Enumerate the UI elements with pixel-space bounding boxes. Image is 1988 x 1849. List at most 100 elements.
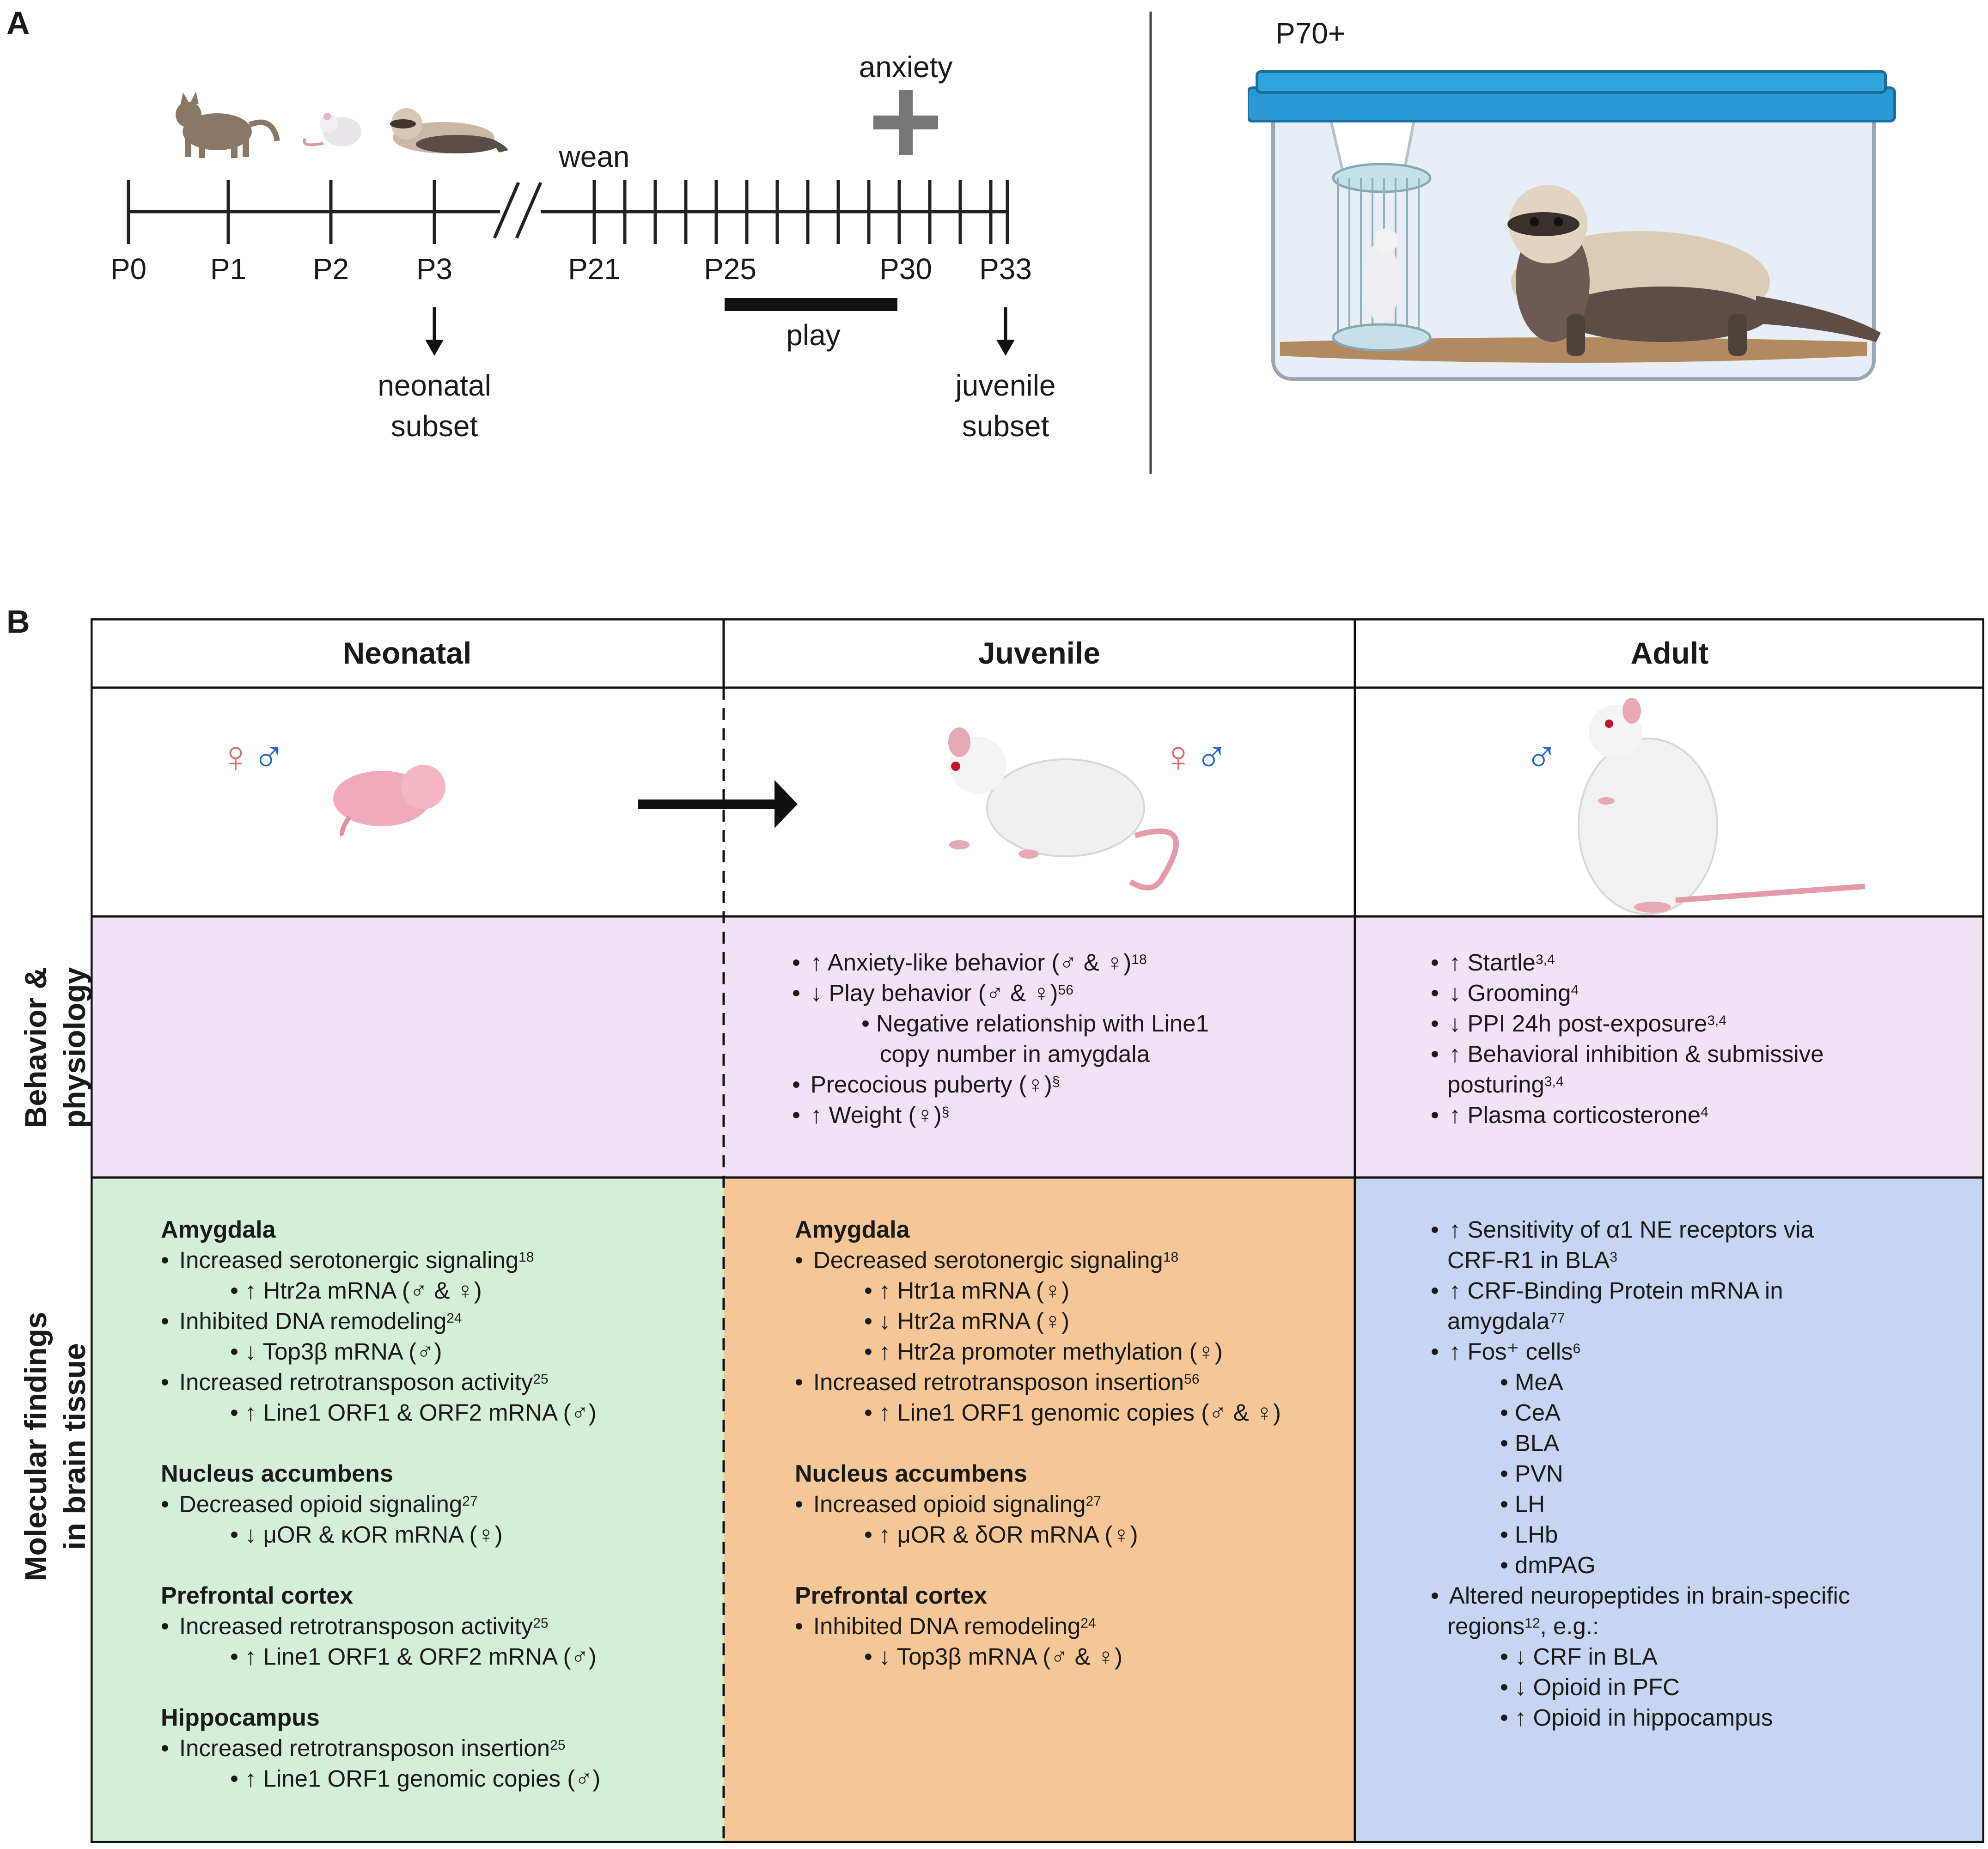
reference-superscript: 4	[1701, 1105, 1708, 1120]
reference-superscript: 18	[518, 1250, 534, 1265]
reference-superscript: 25	[533, 1372, 549, 1387]
reference-superscript: 56	[1184, 1372, 1200, 1387]
row-label-molecular-line-1: Molecular findings	[18, 1312, 53, 1581]
reference-superscript: 4	[1571, 982, 1579, 998]
finding-item: ↑ Line1 ORF1 & ORF2 mRNA (♂)	[161, 1642, 600, 1672]
finding-item: ↑ Anxiety-like behavior (♂ & ♀)18	[792, 947, 1209, 978]
finding-item: ↑ Behavioral inhibition & submissive	[1431, 1039, 1824, 1069]
cage-graphic	[1248, 70, 1896, 381]
column-header-juvenile: Juvenile	[978, 636, 1101, 670]
finding-item: ↑ Line1 ORF1 & ORF2 mRNA (♂)	[161, 1397, 600, 1428]
finding-item: ↑ Line1 ORF1 genomic copies (♂ & ♀)	[795, 1397, 1281, 1428]
caged-rat-icon	[1332, 163, 1432, 352]
development-arrow	[638, 780, 798, 828]
finding-item: ↑ Startle3,4	[1431, 947, 1824, 978]
finding-item: LHb	[1431, 1519, 1850, 1550]
finding-item: dmPAG	[1431, 1550, 1850, 1580]
finding-item: Precocious puberty (♀)§	[792, 1069, 1209, 1100]
region-heading: Amygdala	[161, 1216, 276, 1243]
reference-superscript: 24	[1080, 1616, 1096, 1631]
finding-item: ↓ PPI 24h post-exposure3,4	[1431, 1008, 1824, 1039]
finding-item: Increased opioid signaling27	[795, 1489, 1281, 1519]
finding-item: ↓ Play behavior (♂ & ♀)56	[792, 978, 1209, 1008]
reference-superscript: 18	[1131, 952, 1147, 967]
region-heading: Amygdala	[795, 1216, 910, 1243]
finding-item: Inhibited DNA remodeling24	[795, 1611, 1281, 1642]
neonatal-subset-line-2: subset	[390, 409, 478, 443]
timeline-label-p0: P0	[110, 252, 147, 286]
row-label-molecular-line-2: in brain tissue	[57, 1343, 91, 1550]
timeline-label-p30: P30	[879, 252, 932, 286]
finding-item: ↓ Top3β mRNA (♂)	[161, 1336, 600, 1367]
anxiety-label: anxiety	[859, 50, 953, 84]
finding-item: BLA	[1431, 1428, 1850, 1458]
region-heading: Prefrontal cortex	[795, 1582, 988, 1609]
finding-item: posturing3,4	[1447, 1071, 1564, 1098]
finding-item: Increased retrotransposon activity25	[161, 1611, 600, 1642]
finding-item: amygdala77	[1447, 1308, 1565, 1334]
male-symbol: ♂	[1195, 732, 1228, 781]
finding-item: ↑ Htr2a mRNA (♂ & ♀)	[161, 1275, 600, 1306]
finding-item: PVN	[1431, 1458, 1850, 1489]
reference-superscript: 27	[462, 1494, 478, 1509]
reference-superscript: 25	[533, 1616, 549, 1631]
finding-item: Increased retrotransposon insertion56	[795, 1367, 1281, 1397]
finding-item: ↑ Plasma corticosterone4	[1431, 1100, 1824, 1130]
finding-item: ↑ Opioid in hippocampus	[1431, 1703, 1850, 1733]
juvenile-behavior-list: ↑ Anxiety-like behavior (♂ & ♀)18↓ Play …	[792, 947, 1209, 1130]
region-heading: Hippocampus	[161, 1704, 320, 1731]
break-mark-2	[515, 182, 543, 239]
finding-item: copy number in amygdala	[880, 1041, 1150, 1067]
finding-item: Increased retrotransposon insertion25	[161, 1733, 600, 1764]
reference-superscript: 77	[1549, 1311, 1565, 1326]
reference-superscript: 3,4	[1707, 1013, 1727, 1028]
adult-rat-icon	[1578, 698, 1866, 915]
column-header-neonatal: Neonatal	[342, 636, 472, 670]
finding-item: ↑ CRF-Binding Protein mRNA in	[1431, 1275, 1850, 1306]
timeline-ticks	[127, 180, 1009, 244]
finding-item: ↑ Fos⁺ cells6	[1431, 1336, 1850, 1367]
neonatal-sex-symbols: ♀♂	[219, 732, 286, 782]
finding-item: ↑ Htr2a promoter methylation (♀)	[795, 1336, 1281, 1367]
finding-item: Negative relationship with Line1	[792, 1008, 1209, 1039]
adult-molecular-list: ↑ Sensitivity of α1 NE receptors viaCRF-…	[1431, 1214, 1850, 1733]
timeline-label-p2: P2	[312, 252, 349, 286]
timeline-label-p33: P33	[979, 252, 1032, 286]
finding-item: ↑ Line1 ORF1 genomic copies (♂)	[161, 1764, 601, 1794]
reference-superscript: §	[941, 1105, 950, 1120]
column-header-adult: Adult	[1630, 636, 1709, 670]
juvenile-molecular-list: AmygdalaDecreased serotonergic signaling…	[795, 1214, 1281, 1672]
reference-superscript: 3,4	[1544, 1074, 1564, 1089]
region-heading: Nucleus accumbens	[795, 1460, 1027, 1487]
female-symbol: ♀	[219, 732, 252, 781]
anxiety-plus-icon	[873, 90, 938, 155]
timeline-label-p25: P25	[704, 252, 756, 286]
panel-a-letter: A	[6, 5, 30, 41]
reference-superscript: 25	[550, 1738, 566, 1753]
finding-item: ↓ CRF in BLA	[1431, 1642, 1850, 1672]
play-label: play	[786, 318, 841, 352]
finding-item: Decreased opioid signaling27	[161, 1489, 600, 1519]
finding-item: ↓ Grooming4	[1431, 978, 1824, 1008]
reference-superscript: 56	[1058, 982, 1073, 998]
reference-superscript: 12	[1525, 1616, 1540, 1631]
finding-item: Decreased serotonergic signaling18	[795, 1245, 1281, 1275]
finding-item: MeA	[1431, 1367, 1850, 1397]
reference-superscript: 27	[1085, 1494, 1101, 1509]
finding-item: Increased retrotransposon activity25	[161, 1367, 600, 1397]
finding-item: ↓ Htr2a mRNA (♀)	[795, 1306, 1281, 1336]
reference-superscript: 6	[1573, 1341, 1581, 1356]
finding-item: ↑ μOR & δOR mRNA (♀)	[795, 1519, 1281, 1550]
ferret-icon	[390, 108, 508, 153]
panel-b-letter: B	[6, 604, 30, 640]
juvenile-subset-label: juvenile subset	[913, 365, 1098, 446]
neonatal-pup-icon	[333, 765, 445, 837]
row-label-behavior-line-2: physiology	[57, 967, 91, 1129]
reference-superscript: §	[1052, 1074, 1060, 1089]
finding-item: ↓ μOR & κOR mRNA (♀)	[161, 1519, 600, 1550]
wean-label: wean	[559, 140, 630, 173]
finding-item: Increased serotonergic signaling18	[161, 1245, 600, 1275]
finding-item: regions12, e.g.:	[1447, 1613, 1599, 1639]
table-grid	[91, 618, 1984, 1843]
juvenile-sex-symbols: ♀♂	[1162, 732, 1228, 782]
